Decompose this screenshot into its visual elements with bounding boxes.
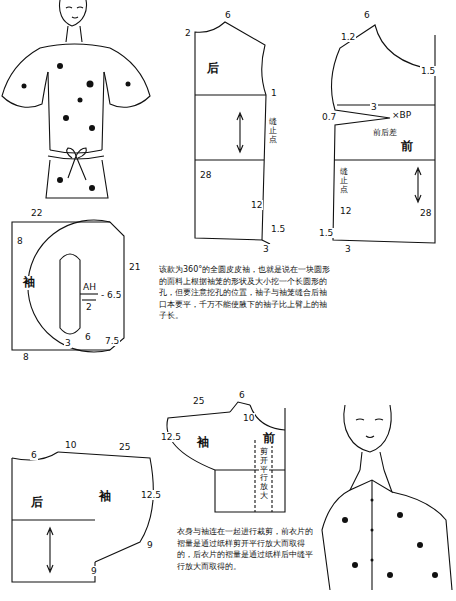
dimension-number: 1 (270, 88, 278, 98)
part-name: 后 (30, 496, 44, 510)
dimension-number: 9 (90, 566, 98, 576)
dimension-number: 3 (370, 102, 378, 112)
fashion-illustration (2, 0, 150, 198)
dimension-number: 12.5 (140, 490, 162, 500)
dimension-number: 1.2 (340, 32, 356, 42)
part-name: 前 (400, 140, 414, 154)
dimension-number: AH (82, 282, 97, 292)
dimension-number: 2 (184, 28, 192, 38)
dimension-number: 6 (238, 390, 246, 400)
dimension-number: 9 (146, 540, 154, 550)
vertical-note: 缝止点 (339, 168, 349, 194)
dimension-number: 0.7 (321, 112, 337, 122)
dimension-number: 6 (84, 332, 92, 342)
dimension-number: 6 (30, 450, 38, 460)
front-sleeve-pattern (167, 402, 285, 512)
dimension-number: 8 (22, 352, 30, 362)
dimension-number: 28 (419, 208, 432, 218)
dimension-number: 前后差 (372, 128, 398, 137)
part-name: 前 (262, 432, 276, 446)
dimension-number: 6 (224, 10, 232, 20)
part-name: 袖 (22, 276, 36, 290)
dimension-number: 1.5 (318, 228, 334, 238)
dimension-number: 28 (199, 170, 212, 180)
dimension-number: 1.5 (420, 66, 436, 76)
dimension-number: 12 (250, 200, 263, 210)
part-name: 袖 (196, 436, 210, 450)
dimension-number: 8 (16, 236, 24, 246)
note-text: 衣身与袖连在一起进行裁剪，前衣片的褶量是通过纸样剪开平行放大而取得的，后衣片的褶… (176, 526, 320, 572)
dimension-number: 10 (64, 440, 77, 450)
dimension-number: 12 (339, 206, 352, 216)
dimension-number: 10 (242, 413, 255, 423)
part-name: 后 (206, 62, 220, 76)
dimension-number: 3 (344, 244, 352, 254)
note-text: 该款为360°的全圆皮皮袖，也就是说在一块圆形的面料上根据袖笼的形状及大小挖一个… (158, 264, 334, 322)
dimension-number: 25 (118, 442, 131, 452)
dimension-number: 2 (85, 302, 93, 312)
dimension-number: 1.5 (270, 224, 286, 234)
vertical-note: 缝止点 (268, 118, 278, 144)
part-name: 袖 (98, 490, 112, 504)
fashion-illustration (322, 405, 452, 590)
dimension-number: - 6.5 (100, 290, 122, 300)
vertical-note: 剪开平行放大 (259, 448, 269, 501)
back-sleeve-pattern (12, 452, 153, 582)
dimension-number: 22 (30, 208, 43, 218)
dimension-number: 25 (192, 396, 205, 406)
dimension-number: 3 (262, 244, 270, 254)
dimension-number: 3 (64, 338, 72, 348)
back-pattern (195, 22, 270, 244)
dimension-number: 6 (363, 10, 371, 20)
circle-sleeve-pattern (12, 220, 124, 352)
dimension-number: 7.5 (104, 336, 120, 346)
front-pattern (331, 25, 435, 243)
dimension-number: 12.5 (160, 432, 182, 442)
dimension-number: 21 (128, 262, 141, 272)
dimension-number: ×BP (391, 110, 412, 120)
